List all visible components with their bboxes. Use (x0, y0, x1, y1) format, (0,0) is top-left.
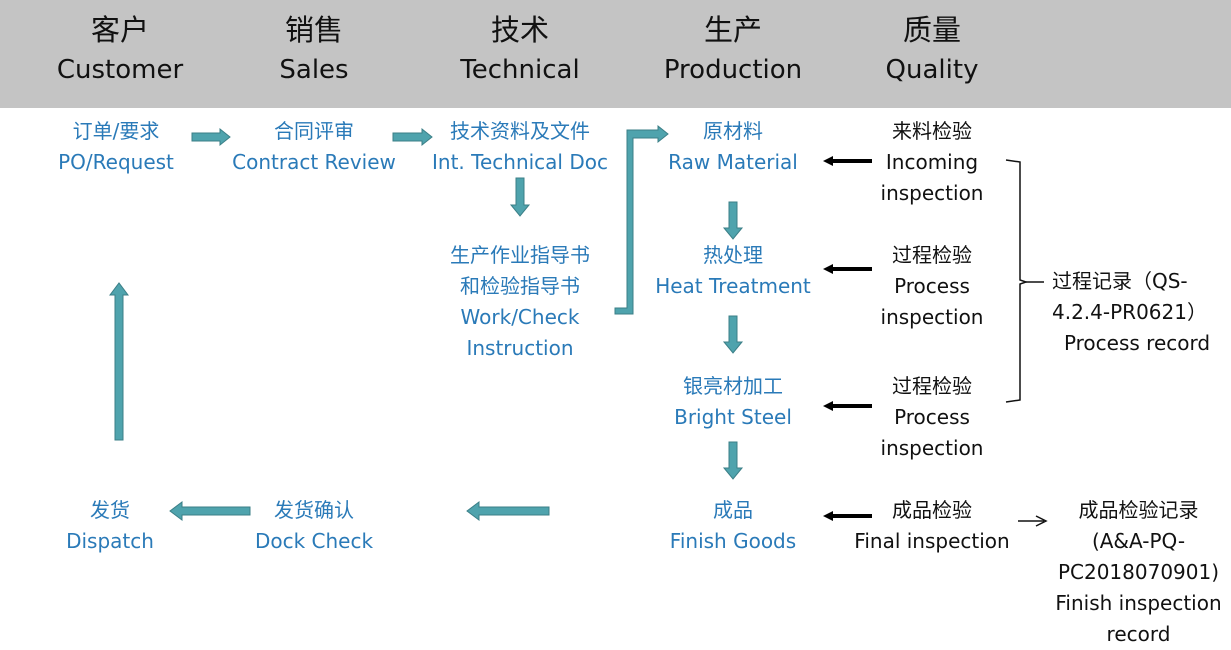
swimlane-header: 客户 Customer 销售 Sales 技术 Technical 生产 Pro… (0, 0, 1231, 108)
arrow-final-to-finish (823, 511, 872, 521)
node-contract-review-zh: 合同评审 (274, 119, 354, 143)
arrow-techdoc-to-workinstr (509, 177, 531, 217)
lane-quality-zh: 质量 (902, 13, 961, 47)
lane-production-en: Production (663, 55, 803, 85)
arrow-dock-to-dispatch (169, 501, 251, 521)
arrow-finish-to-dock (466, 501, 550, 521)
arrow-po-to-contract (191, 127, 231, 147)
lane-production: 生产 Production (648, 10, 818, 90)
node-work-instruction: 生产作业指导书 和检验指导书 Work/Check Instruction (425, 240, 615, 364)
lane-sales-en: Sales (279, 55, 349, 85)
node-bright-steel-en: Bright Steel (674, 405, 792, 429)
check-process-heat-en1: Process (894, 274, 970, 298)
node-dock-check-zh: 发货确认 (274, 498, 354, 522)
record-process-line2: 4.2.4-PR0621） (1052, 300, 1207, 324)
node-dispatch-en: Dispatch (66, 529, 154, 553)
node-contract-review: 合同评审 Contract Review (229, 116, 399, 178)
node-work-instruction-en2: Instruction (466, 336, 574, 360)
check-incoming-en2: inspection (880, 181, 984, 205)
lane-technical-en: Technical (460, 55, 580, 85)
node-heat-treatment: 热处理 Heat Treatment (638, 240, 828, 302)
node-bright-steel: 银亮材加工 Bright Steel (648, 371, 818, 433)
node-work-instruction-en1: Work/Check (460, 305, 580, 329)
check-process-heat-en2: inspection (880, 305, 984, 329)
record-finish-line2: (A&A-PQ- (1091, 529, 1186, 553)
node-finish-goods-en: Finish Goods (669, 529, 797, 553)
node-finish-goods-zh: 成品 (713, 498, 753, 522)
node-dispatch: 发货 Dispatch (50, 495, 170, 557)
check-incoming: 来料检验 Incoming inspection (862, 116, 1002, 209)
check-incoming-en1: Incoming (885, 150, 979, 174)
lane-customer-en: Customer (56, 55, 184, 85)
node-heat-treatment-zh: 热处理 (703, 243, 763, 267)
lane-technical: 技术 Technical (435, 10, 605, 90)
lane-production-zh: 生产 (703, 13, 762, 47)
record-process-line1: 过程记录（QS- (1052, 269, 1188, 293)
node-work-instruction-zh2: 和检验指导书 (460, 274, 580, 298)
check-final: 成品检验 Final inspection (848, 495, 1016, 557)
node-contract-review-en: Contract Review (232, 150, 396, 174)
record-finish: 成品检验记录 (A&A-PQ- PC2018070901) Finish ins… (1046, 495, 1231, 650)
record-finish-line1: 成品检验记录 (1078, 498, 1199, 522)
record-process: 过程记录（QS- 4.2.4-PR0621） Process record (1052, 266, 1222, 359)
node-tech-doc-en: Int. Technical Doc (432, 150, 608, 174)
node-po-request-en: PO/Request (58, 150, 174, 174)
bracket-process-records (1005, 159, 1029, 403)
check-incoming-zh: 来料检验 (892, 119, 972, 143)
arrow-workinstr-to-rawmaterial (614, 124, 669, 315)
node-heat-treatment-en: Heat Treatment (655, 274, 811, 298)
lane-technical-zh: 技术 (490, 13, 549, 47)
lane-customer: 客户 Customer (35, 10, 205, 90)
node-bright-steel-zh: 银亮材加工 (683, 374, 783, 398)
lane-customer-zh: 客户 (90, 13, 149, 47)
node-raw-material-zh: 原材料 (703, 119, 763, 143)
record-finish-line4: Finish inspection (1055, 591, 1222, 615)
lane-quality-en: Quality (885, 55, 979, 85)
node-po-request: 订单/要求 PO/Request (36, 116, 196, 178)
node-tech-doc-zh: 技术资料及文件 (450, 119, 590, 143)
node-finish-goods: 成品 Finish Goods (648, 495, 818, 557)
check-process-bright-zh: 过程检验 (892, 374, 972, 398)
node-po-request-zh: 订单/要求 (72, 119, 160, 143)
check-process-bright: 过程检验 Process inspection (862, 371, 1002, 464)
arrow-heat-to-bright (722, 315, 744, 354)
node-dock-check: 发货确认 Dock Check (229, 495, 399, 557)
check-process-bright-en2: inspection (880, 436, 984, 460)
arrow-bright-to-finish (722, 441, 744, 480)
node-dispatch-zh: 发货 (90, 498, 130, 522)
record-process-line3: Process record (1063, 331, 1211, 355)
check-final-zh: 成品检验 (892, 498, 972, 522)
arrow-rawmaterial-to-heat (722, 201, 744, 240)
lane-sales: 销售 Sales (229, 10, 399, 90)
check-process-heat-zh: 过程检验 (892, 243, 972, 267)
arrow-process1-to-heat (823, 264, 872, 274)
lane-quality: 质量 Quality (847, 10, 1017, 90)
node-dock-check-en: Dock Check (254, 529, 374, 553)
arrow-incoming-to-raw (823, 156, 872, 166)
record-finish-line3: PC2018070901) (1057, 560, 1220, 584)
lane-sales-zh: 销售 (284, 13, 343, 47)
arrow-contract-to-techdoc (392, 127, 433, 147)
node-raw-material: 原材料 Raw Material (648, 116, 818, 178)
arrow-process2-to-bright (823, 401, 872, 411)
node-tech-doc: 技术资料及文件 Int. Technical Doc (425, 116, 615, 178)
record-finish-line5: record (1106, 622, 1171, 646)
node-raw-material-en: Raw Material (668, 150, 798, 174)
node-work-instruction-zh1: 生产作业指导书 (450, 243, 590, 267)
check-process-heat: 过程检验 Process inspection (862, 240, 1002, 333)
arrow-final-to-record-head (1035, 515, 1048, 527)
arrow-dispatch-to-po (109, 282, 129, 441)
check-final-en: Final inspection (854, 529, 1010, 553)
check-process-bright-en1: Process (894, 405, 970, 429)
